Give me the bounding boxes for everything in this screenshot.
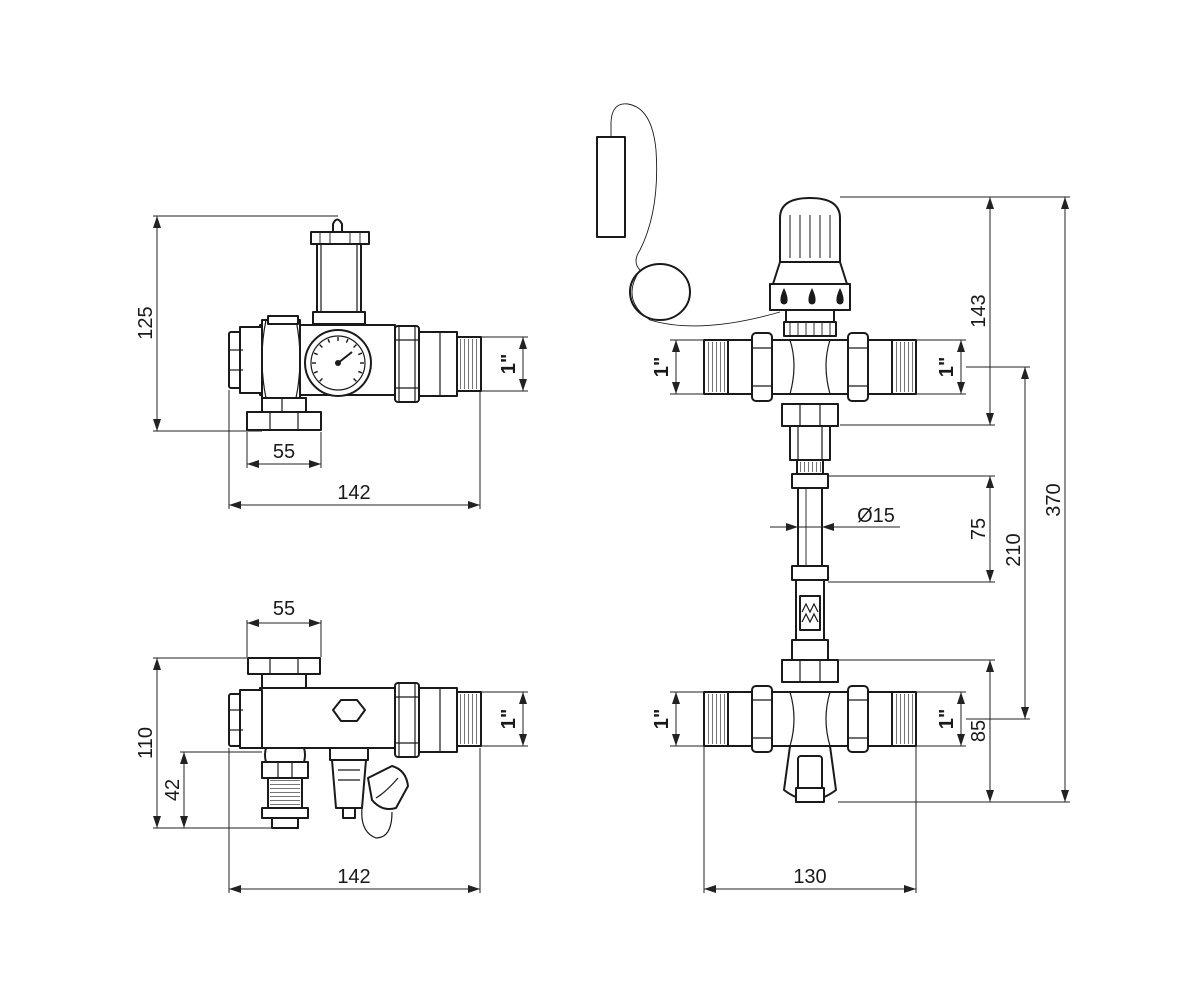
dim-125: 125 bbox=[135, 306, 157, 339]
dim-55-bottom: 55 bbox=[273, 598, 295, 620]
view-top-left bbox=[228, 218, 482, 431]
gauge-tick bbox=[327, 338, 331, 343]
dim-42: 42 bbox=[162, 779, 184, 801]
gauge-tick bbox=[313, 352, 318, 356]
gauge-tick bbox=[353, 378, 357, 382]
valve-body-lower bbox=[259, 687, 396, 749]
pressure-gauge-icon bbox=[304, 329, 372, 397]
upper-tee bbox=[703, 332, 917, 402]
dim-thread-right-tr: 1" bbox=[936, 357, 958, 378]
gauge-tick bbox=[313, 370, 318, 374]
air-vent bbox=[310, 218, 370, 325]
drop-icon bbox=[780, 288, 788, 305]
gauge-tick bbox=[319, 344, 323, 348]
dims-right: 1" 1" 1" 1" 143 370 bbox=[651, 196, 1070, 893]
lower-tee bbox=[703, 659, 917, 803]
gauge-tick bbox=[319, 378, 323, 382]
dim-thread-top-left: 1" bbox=[498, 354, 520, 375]
dim-142-top: 142 bbox=[337, 482, 370, 504]
thermostatic-head bbox=[769, 197, 851, 337]
drop-icon bbox=[808, 288, 816, 305]
dim-370: 370 bbox=[1043, 483, 1065, 516]
view-bottom-left bbox=[228, 657, 482, 839]
dims-top-left: 125 55 142 1" bbox=[135, 215, 528, 509]
dim-110: 110 bbox=[135, 727, 157, 759]
bottom-nut bbox=[261, 397, 307, 413]
drop-icon bbox=[836, 288, 844, 305]
dim-85: 85 bbox=[968, 720, 990, 742]
dim-210: 210 bbox=[1003, 533, 1025, 566]
dim-thread-bottom-left: 1" bbox=[498, 709, 520, 730]
gauge-tick bbox=[353, 344, 357, 348]
dim-143: 143 bbox=[968, 294, 990, 327]
hexagon-plug-icon bbox=[332, 699, 366, 722]
top-nut bbox=[247, 657, 321, 675]
dim-55-top: 55 bbox=[273, 441, 295, 463]
gauge-tick bbox=[358, 352, 363, 356]
dims-bottom-left: 55 110 42 142 1" bbox=[135, 598, 528, 893]
gauge-tick bbox=[345, 338, 349, 343]
dim-75: 75 bbox=[968, 518, 990, 540]
dim-diameter-15: Ø15 bbox=[857, 505, 895, 527]
dim-thread-right-tl: 1" bbox=[651, 357, 673, 378]
dim-thread-right-bl: 1" bbox=[651, 709, 673, 730]
dim-thread-right-br: 1" bbox=[936, 709, 958, 730]
dim-130: 130 bbox=[793, 866, 826, 888]
dim-142-bottom: 142 bbox=[337, 866, 370, 888]
view-right bbox=[596, 103, 917, 803]
capillary-sensor bbox=[596, 103, 781, 327]
gauge-tick bbox=[358, 370, 363, 374]
